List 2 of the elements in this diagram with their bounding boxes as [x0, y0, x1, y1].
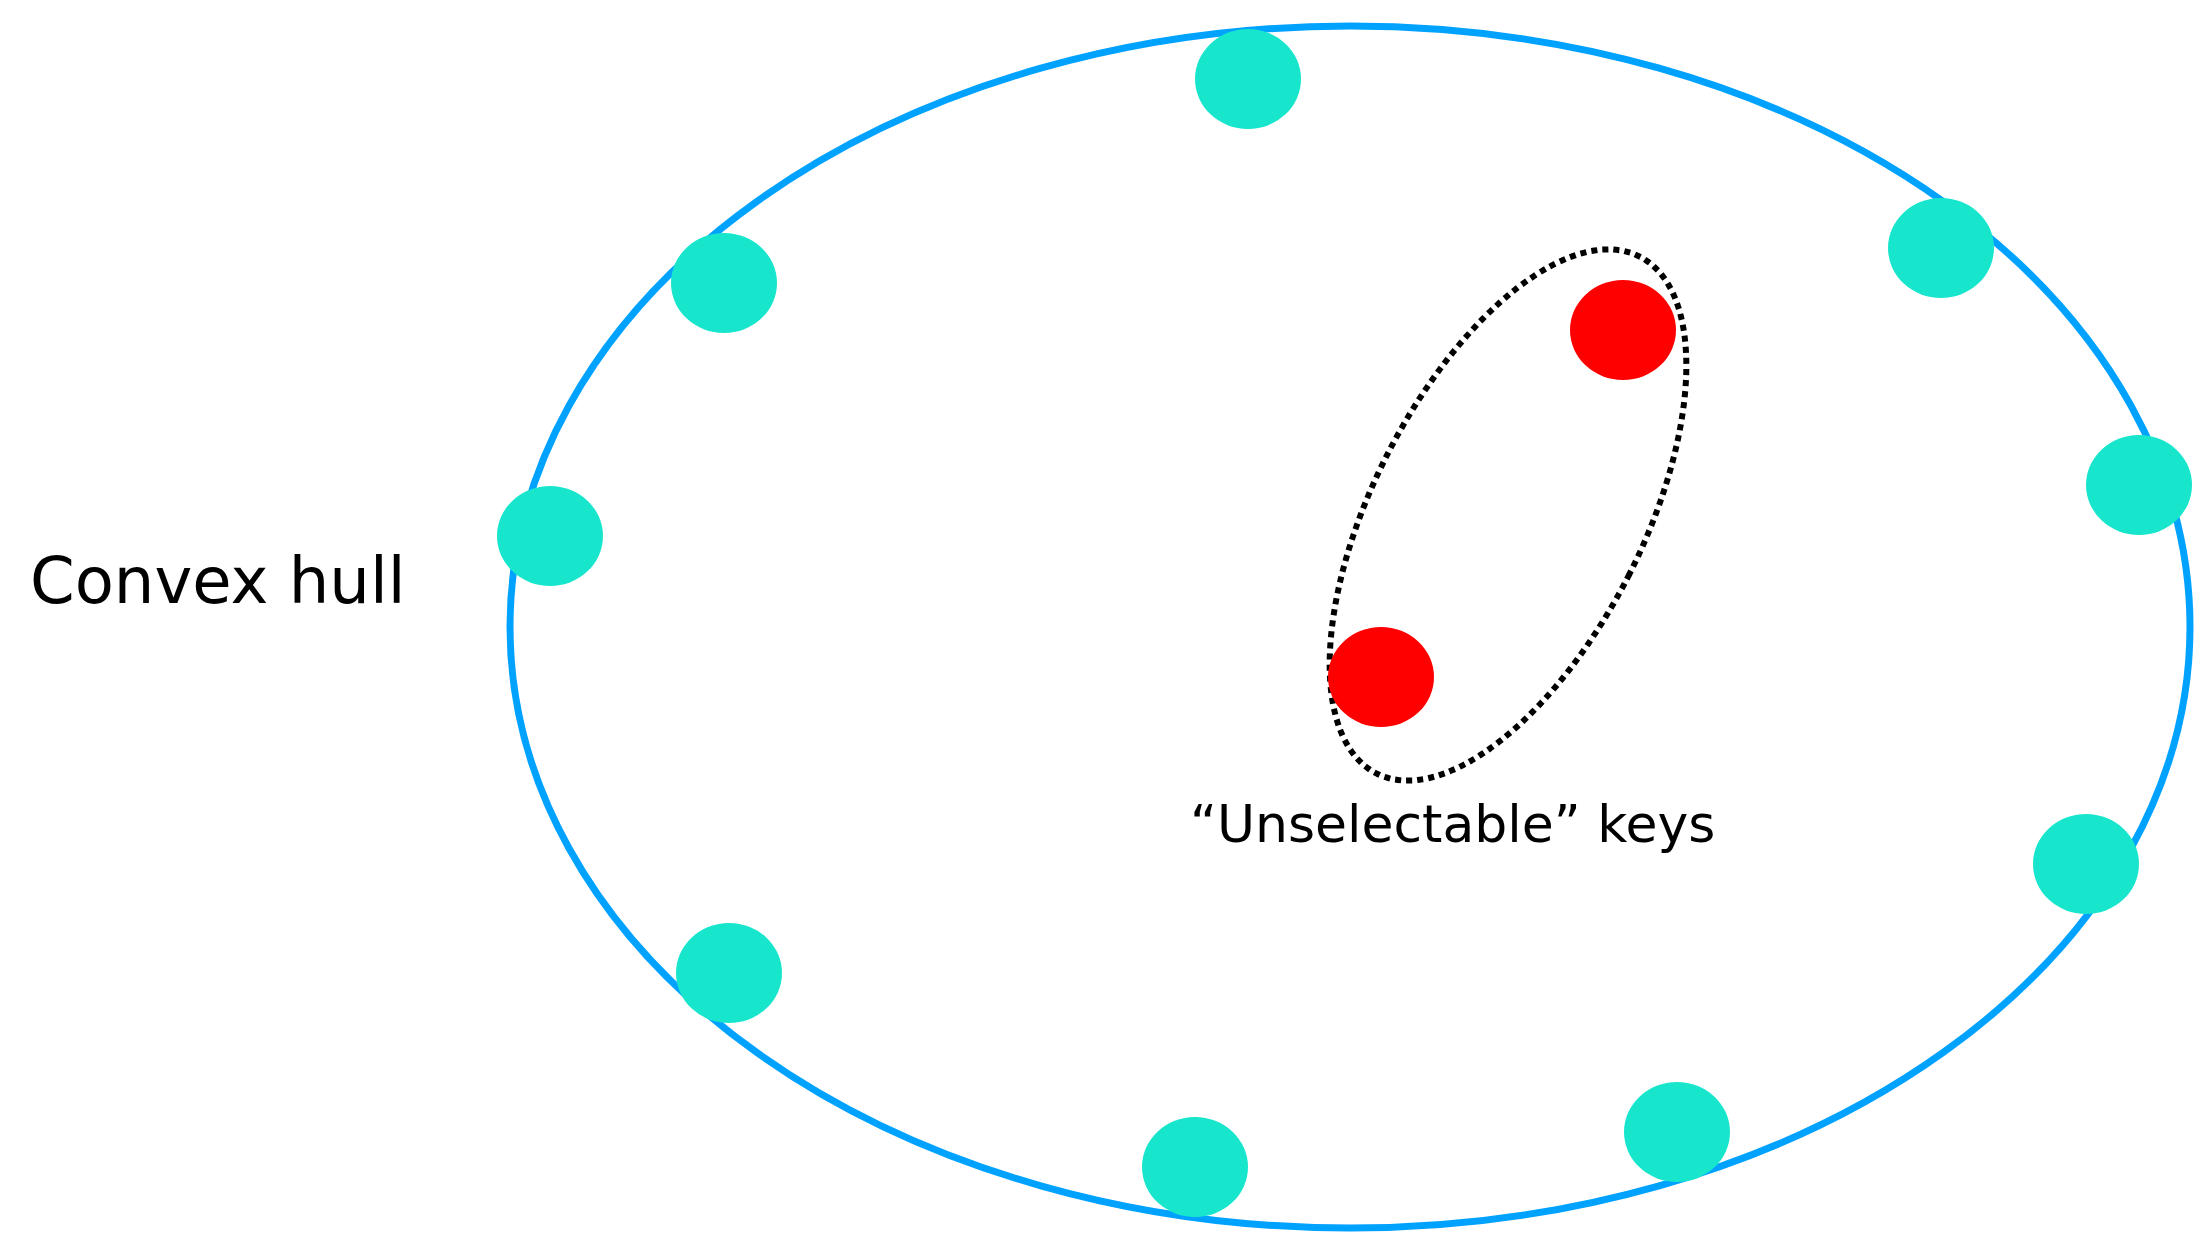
group-label: “Unselectable” keys — [1190, 794, 1716, 854]
hull-label: Convex hull — [30, 544, 406, 618]
